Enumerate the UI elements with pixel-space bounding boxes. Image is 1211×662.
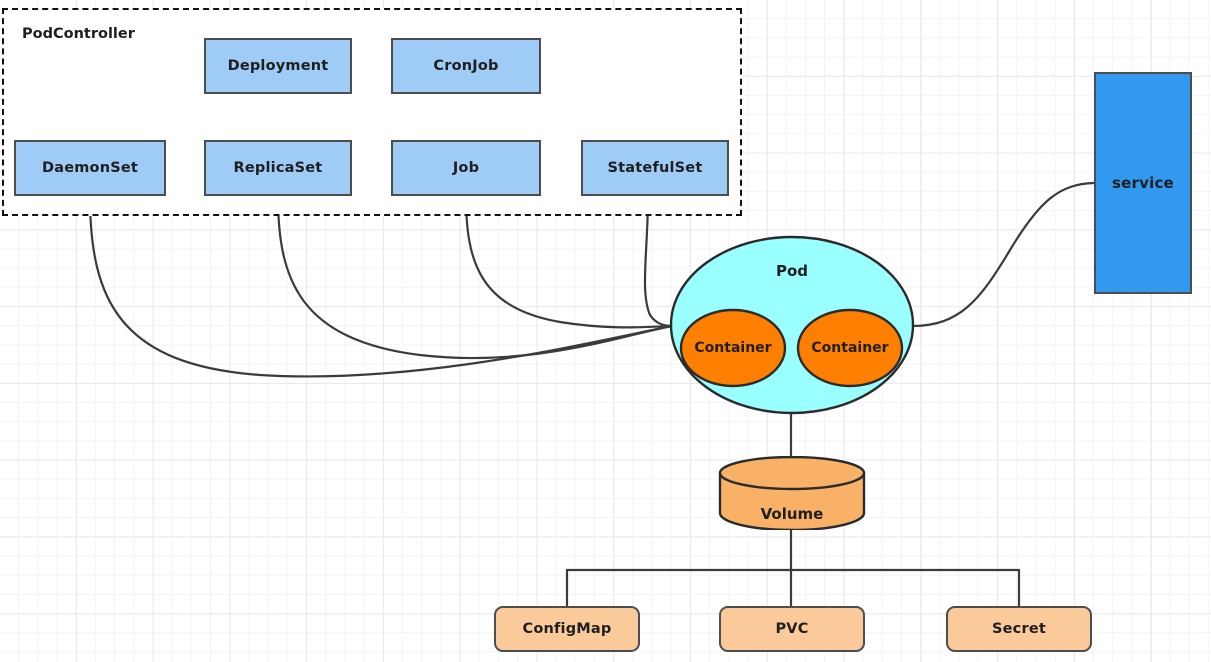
edge-replicaset-pod xyxy=(276,194,674,360)
node-pod-label: Pod xyxy=(775,262,809,280)
node-container-2-label: Container xyxy=(811,340,889,356)
podcontroller-group-label: PodController xyxy=(22,26,135,42)
node-container-1-label: Container xyxy=(694,340,772,356)
node-statefulset-label: StatefulSet xyxy=(607,160,703,176)
node-service[interactable]: service xyxy=(1094,72,1192,294)
node-cronjob[interactable]: CronJob xyxy=(391,38,541,94)
node-statefulset[interactable]: StatefulSet xyxy=(581,140,729,196)
node-service-label: service xyxy=(1112,174,1174,192)
node-daemonset[interactable]: DaemonSet xyxy=(14,140,166,196)
node-cronjob-label: CronJob xyxy=(433,58,499,74)
node-replicaset[interactable]: ReplicaSet xyxy=(204,140,352,196)
node-pvc-label: PVC xyxy=(775,621,809,637)
node-deployment-label: Deployment xyxy=(227,58,329,74)
node-configmap[interactable]: ConfigMap xyxy=(494,606,640,652)
node-job[interactable]: Job xyxy=(391,140,541,196)
node-replicaset-label: ReplicaSet xyxy=(233,160,323,176)
node-volume-label: Volume xyxy=(760,505,824,523)
node-job-label: Job xyxy=(452,160,480,176)
node-configmap-label: ConfigMap xyxy=(522,621,612,637)
node-daemonset-label: DaemonSet xyxy=(41,160,139,176)
node-deployment[interactable]: Deployment xyxy=(204,38,352,94)
edge-daemonset-pod xyxy=(88,194,674,378)
node-secret[interactable]: Secret xyxy=(946,606,1092,652)
node-secret-label: Secret xyxy=(992,621,1046,637)
edge-pod-service xyxy=(910,181,1096,328)
node-pvc[interactable]: PVC xyxy=(719,606,865,652)
